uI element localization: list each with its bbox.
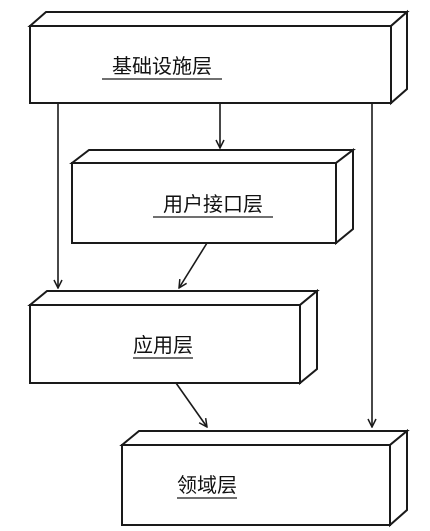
box-front-face	[121, 444, 391, 526]
layer-label-user-interface: 用户接口层	[163, 192, 263, 216]
box-top-face	[27, 290, 320, 306]
layer-box-domain: 领域层	[119, 428, 410, 528]
box-side-face	[389, 428, 408, 528]
box-side-face	[299, 288, 318, 386]
box-top-face	[69, 149, 356, 164]
box-side-face	[390, 9, 408, 106]
arrows-group	[58, 103, 372, 427]
box-top-face	[27, 11, 410, 27]
layer-box-infrastructure: 基础设施层	[27, 9, 410, 106]
arrow-user-interface-to-application	[179, 242, 208, 288]
box-front-face	[71, 162, 337, 244]
layer-label-domain: 领域层	[177, 473, 237, 497]
box-front-face	[29, 304, 301, 384]
layer-label-infrastructure: 基础设施层	[112, 54, 212, 78]
layer-box-application: 应用层	[27, 288, 320, 386]
arrow-application-to-domain	[175, 382, 207, 427]
box-front-face	[29, 25, 392, 104]
box-top-face	[119, 430, 410, 446]
layer-box-user-interface: 用户接口层	[69, 147, 356, 246]
layer-label-application: 应用层	[133, 333, 193, 357]
box-side-face	[335, 147, 354, 246]
